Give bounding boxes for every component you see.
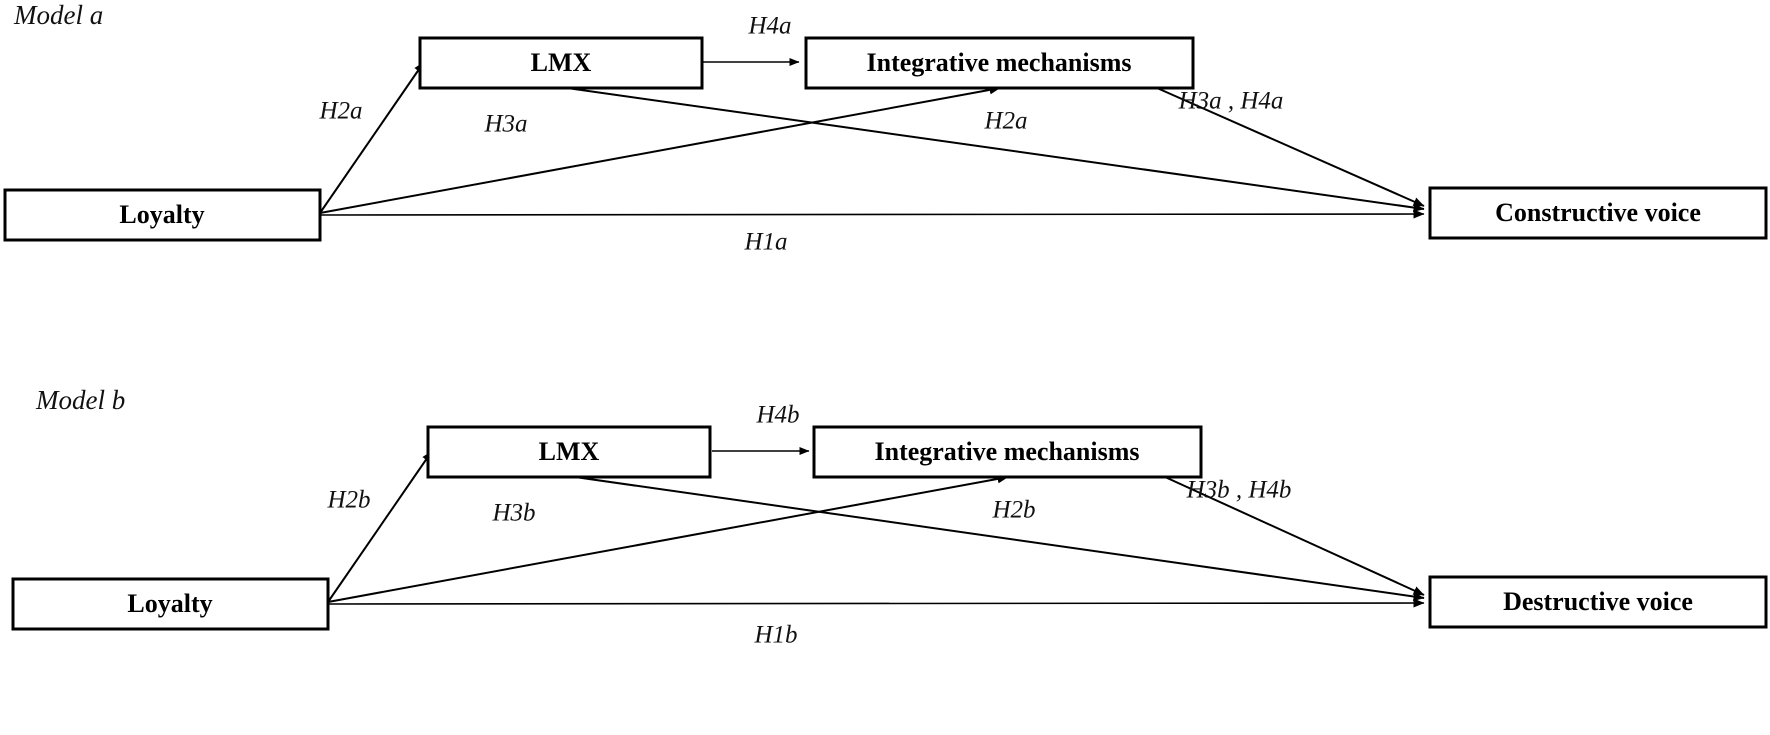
node-loyalty-b-box xyxy=(11,577,330,631)
node-integrative-mechanisms-b: Integrative mechanisms xyxy=(812,425,1203,479)
node-loyalty-b-label: Loyalty xyxy=(127,589,212,618)
edge-label-h2a-loyalty-lmx: H2a xyxy=(318,98,362,125)
node-integrative-mechanisms-a: Integrative mechanisms xyxy=(804,36,1195,90)
edge-integrative-to-outcome-a xyxy=(1156,87,1425,207)
model-b-nodes: Loyalty LMX Integrative mechanisms Destr… xyxy=(11,425,1768,631)
model-a-paths xyxy=(319,58,1425,219)
node-loyalty-b: Loyalty xyxy=(11,577,330,631)
node-loyalty-a: Loyalty xyxy=(3,188,322,242)
node-lmx-b: LMX xyxy=(426,425,712,479)
edge-loyalty-to-outcome-b xyxy=(327,598,1425,608)
edge-lmx-to-outcome-a xyxy=(559,86,1425,212)
edge-loyalty-to-lmx-b xyxy=(327,450,433,603)
edge-label-h1b-loyalty-outcome: H1b xyxy=(753,622,797,649)
edge-label-h2a-lmx-outcome: H2a xyxy=(983,108,1027,135)
node-integrative-mechanisms-a-label: Integrative mechanisms xyxy=(866,48,1131,77)
edge-loyalty-to-integrative-a xyxy=(319,85,1001,214)
node-destructive-voice-b: Destructive voice xyxy=(1428,575,1768,629)
node-lmx-a-box xyxy=(418,36,704,90)
edge-loyalty-to-integrative-b xyxy=(327,474,1009,603)
edge-label-h2b-lmx-outcome: H2b xyxy=(991,497,1035,524)
edge-label-h3b-h4b-integrative-outcome: H3b , H4b xyxy=(1186,477,1292,504)
edge-label-h1a-loyalty-outcome: H1a xyxy=(743,229,787,256)
edge-lmx-to-outcome-b xyxy=(567,475,1425,601)
edge-label-h3b-loyalty-integrative: H3b xyxy=(491,500,535,527)
edge-label-h4a-lmx-integrative: H4a xyxy=(747,13,791,40)
model-a-group: Model a Loyalty xyxy=(3,0,1768,256)
node-integrative-mechanisms-b-box xyxy=(812,425,1203,479)
node-lmx-a: LMX xyxy=(418,36,704,90)
model-a-caption: Model a xyxy=(13,0,103,30)
node-destructive-voice-b-label: Destructive voice xyxy=(1503,587,1693,616)
node-lmx-b-label: LMX xyxy=(539,437,600,466)
node-constructive-voice-a-box xyxy=(1428,186,1768,240)
model-a-edge-labels: H2a H3a H4a H2a H3a , H4a H1a xyxy=(318,13,1283,256)
edge-label-h2b-loyalty-lmx: H2b xyxy=(326,487,370,514)
edge-loyalty-to-outcome-a xyxy=(319,209,1425,219)
edge-integrative-to-outcome-b xyxy=(1164,476,1425,596)
node-loyalty-a-label: Loyalty xyxy=(119,200,204,229)
edge-loyalty-to-lmx-a xyxy=(319,61,425,214)
edge-label-h4b-lmx-integrative: H4b xyxy=(755,402,799,429)
node-constructive-voice-a: Constructive voice xyxy=(1428,186,1768,240)
node-lmx-a-label: LMX xyxy=(531,48,592,77)
node-integrative-mechanisms-a-box xyxy=(804,36,1195,90)
node-lmx-b-box xyxy=(426,425,712,479)
node-constructive-voice-a-label: Constructive voice xyxy=(1495,198,1701,227)
node-integrative-mechanisms-b-label: Integrative mechanisms xyxy=(874,437,1139,466)
model-a-nodes: Loyalty LMX Integrative mechanisms Const… xyxy=(3,36,1768,242)
node-destructive-voice-b-box xyxy=(1428,575,1768,629)
edge-label-h3a-h4a-integrative-outcome: H3a , H4a xyxy=(1178,88,1284,115)
model-b-paths xyxy=(327,447,1425,608)
model-b-edge-labels: H2b H3b H4b H2b H3b , H4b H1b xyxy=(326,402,1291,649)
edge-label-h3a-loyalty-integrative: H3a xyxy=(483,111,527,138)
model-b-caption: Model b xyxy=(35,385,125,415)
model-b-group: Model b Loyalty xyxy=(11,385,1768,649)
node-loyalty-a-box xyxy=(3,188,322,242)
